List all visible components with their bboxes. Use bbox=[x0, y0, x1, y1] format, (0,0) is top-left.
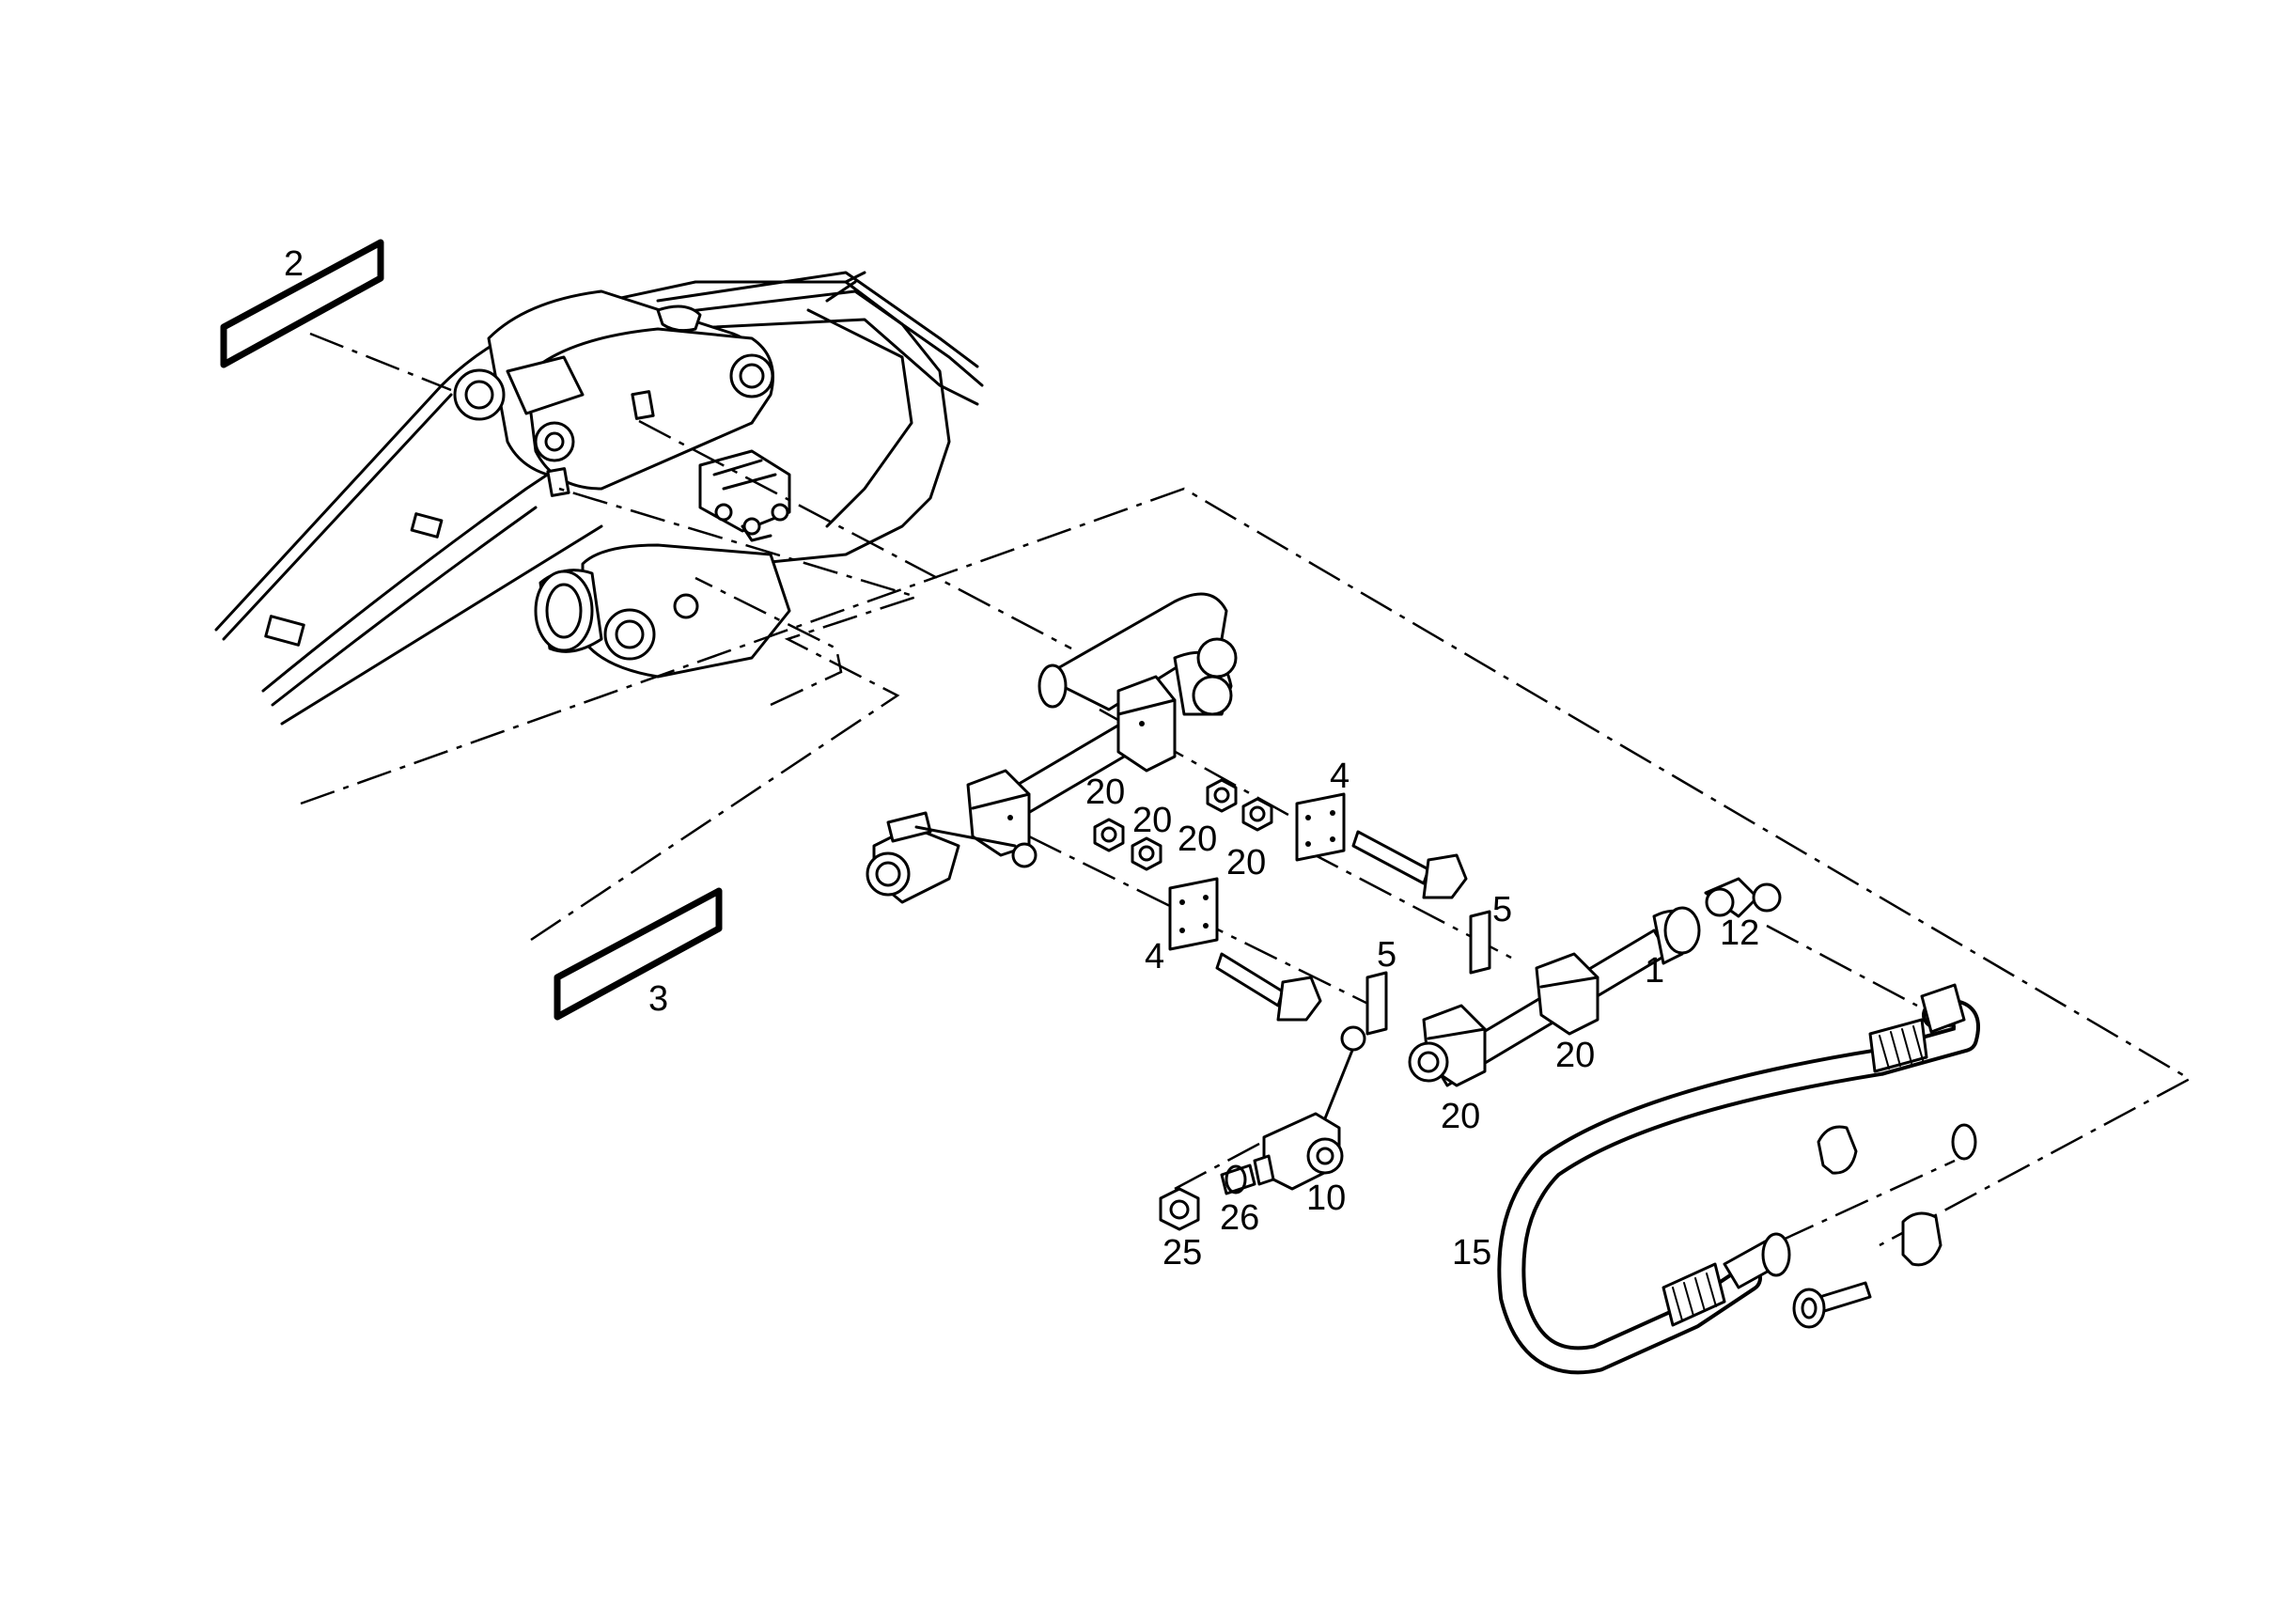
callout-4-upper: 4 bbox=[1330, 757, 1350, 796]
callout-20-e: 20 bbox=[1555, 1036, 1595, 1075]
shim-5 bbox=[1365, 910, 1491, 1036]
hard-pipe-assembly bbox=[866, 592, 1701, 1087]
elbow-fitting-12 bbox=[1704, 877, 1782, 918]
callout-5-lower: 5 bbox=[1377, 935, 1396, 975]
decal-2 bbox=[220, 239, 384, 368]
ball-valve-10 bbox=[1253, 1025, 1366, 1191]
callout-26: 26 bbox=[1220, 1198, 1259, 1238]
boom-arm-structure bbox=[214, 271, 984, 726]
callout-1: 1 bbox=[1645, 951, 1664, 991]
hose-15 bbox=[1497, 983, 1980, 1375]
callout-5-upper: 5 bbox=[1492, 890, 1512, 929]
plate-4-upper bbox=[1295, 792, 1468, 899]
callout-2: 2 bbox=[284, 244, 304, 284]
plate-4-lower bbox=[1168, 877, 1322, 1022]
nuts-20 bbox=[1093, 778, 1273, 871]
callout-10: 10 bbox=[1306, 1179, 1346, 1218]
callout-15: 15 bbox=[1452, 1233, 1491, 1273]
callout-4-lower: 4 bbox=[1145, 937, 1164, 976]
callout-20-c: 20 bbox=[1178, 820, 1217, 859]
callout-20-d: 20 bbox=[1226, 843, 1266, 882]
callout-labels: 2 3 4 4 5 5 20 20 20 20 20 20 1 12 10 26… bbox=[284, 244, 1759, 1273]
split-flange-set bbox=[1792, 1123, 1977, 1329]
adapter-26 bbox=[1220, 1163, 1256, 1195]
decal-3 bbox=[554, 887, 723, 1021]
callout-20-a: 20 bbox=[1085, 773, 1125, 812]
nut-25 bbox=[1159, 1187, 1200, 1231]
callout-12: 12 bbox=[1720, 914, 1759, 953]
callout-3: 3 bbox=[648, 979, 668, 1019]
callout-20-b: 20 bbox=[1132, 801, 1172, 840]
callout-25: 25 bbox=[1162, 1233, 1202, 1273]
callout-20-f: 20 bbox=[1441, 1097, 1480, 1136]
